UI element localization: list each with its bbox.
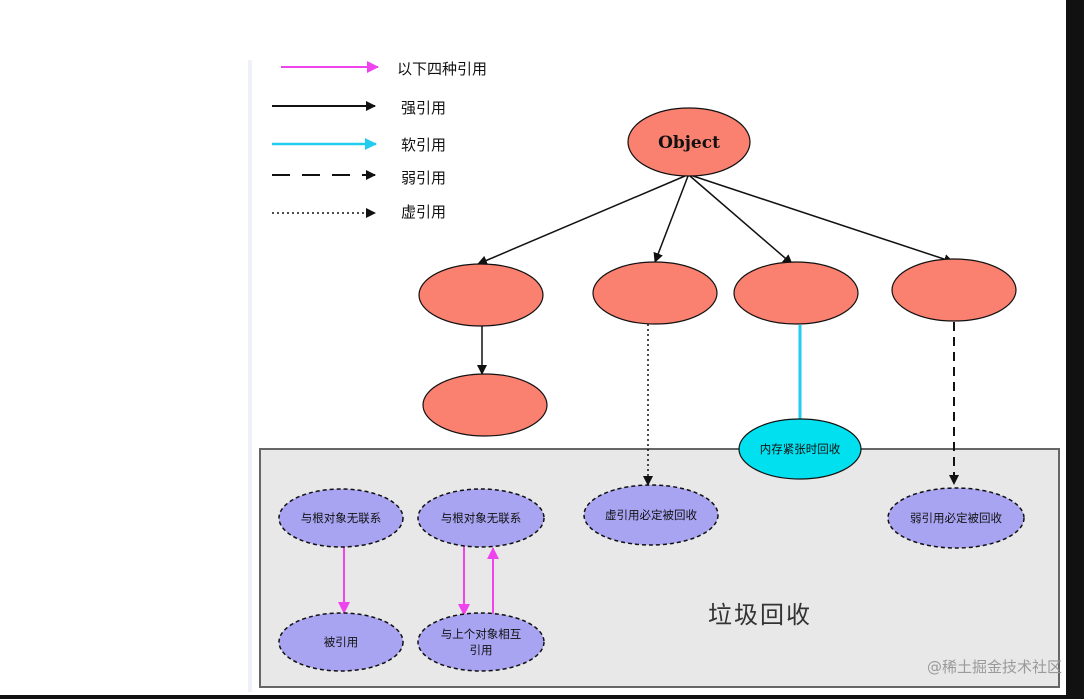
node-phantom-recycle: 虚引用必定被回收 (583, 484, 719, 546)
node-unlinked-b: 与根对象无联系 (417, 488, 545, 548)
legend-item-weak: 弱引用 (272, 169, 446, 187)
legend-item-pink: 以下四种引用 (281, 60, 487, 78)
node-mutual-label-line2: 引用 (470, 643, 493, 657)
node-unlinked-a: 与根对象无联系 (278, 488, 404, 548)
bottom-dark-edge (0, 695, 1084, 699)
node-unlinked-a-label: 与根对象无联系 (301, 511, 382, 525)
edge-root-to-a (477, 175, 686, 266)
legend-item-phantom: 虚引用 (272, 203, 446, 221)
node-mutual: 与上个对象相互 引用 (417, 612, 545, 672)
unlinked-edges (338, 546, 499, 616)
node-soft-recycle-label: 内存紧张时回收 (760, 442, 841, 456)
legend: 以下四种引用 强引用 软引用 弱引用 虚引用 (272, 60, 487, 221)
edge-root-to-d (692, 175, 954, 264)
strong-reference-edges (477, 175, 954, 375)
node-strong-a (418, 263, 544, 327)
legend-item-soft: 软引用 (272, 136, 446, 154)
gc-region-title: 垃圾回收 (708, 601, 812, 629)
node-object-label: Object (658, 133, 720, 153)
node-phantom-holder (592, 261, 718, 325)
node-soft-holder (733, 261, 859, 325)
left-margin-tint (248, 60, 252, 692)
legend-item-strong: 强引用 (272, 99, 446, 117)
legend-label-soft: 软引用 (401, 136, 446, 154)
watermark: @稀土掘金技术社区 (927, 658, 1062, 676)
node-soft-recycle: 内存紧张时回收 (738, 418, 862, 480)
reference-diagram: 以下四种引用 强引用 软引用 弱引用 虚引用 垃圾回收 (259, 60, 1062, 688)
legend-label-phantom: 虚引用 (401, 203, 446, 221)
node-object: Object (627, 107, 751, 177)
node-weak-holder (891, 258, 1017, 322)
right-dark-edge (1066, 0, 1084, 699)
node-mutual-label-line1: 与上个对象相互 (441, 627, 522, 641)
legend-label-strong: 强引用 (401, 99, 446, 117)
node-unlinked-b-label: 与根对象无联系 (441, 511, 522, 525)
node-strong-a2 (422, 373, 548, 437)
edge-root-to-c (689, 175, 793, 265)
edge-root-to-b (653, 175, 689, 263)
legend-label-weak: 弱引用 (401, 169, 446, 187)
node-weak-recycle: 弱引用必定被回收 (887, 487, 1025, 549)
legend-label-pink: 以下四种引用 (397, 60, 487, 78)
node-referenced-label: 被引用 (324, 635, 359, 649)
node-referenced: 被引用 (278, 612, 404, 672)
node-weak-recycle-label: 弱引用必定被回收 (910, 511, 1002, 525)
node-phantom-recycle-label: 虚引用必定被回收 (605, 508, 697, 522)
